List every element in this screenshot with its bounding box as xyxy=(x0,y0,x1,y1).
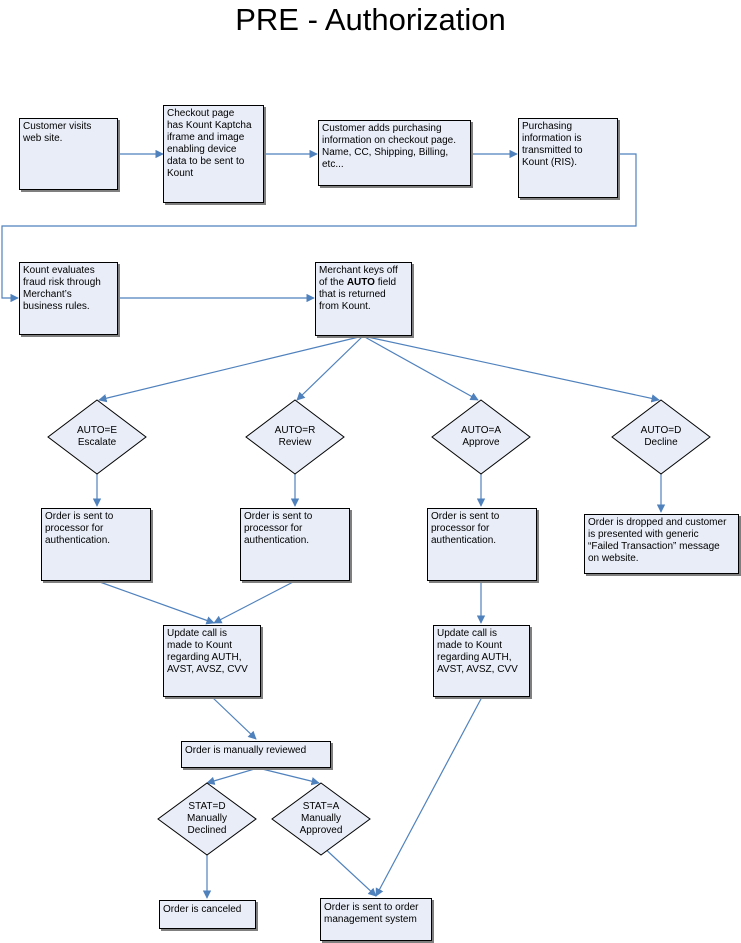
merchant-keys-box: Merchant keys off of the AUTO field that… xyxy=(315,262,412,336)
decision-stat-d-diamond xyxy=(157,782,257,856)
update-call-right-box: Update call is made to Kount regarding A… xyxy=(433,625,530,697)
connector xyxy=(362,335,660,403)
decision-escalate-label: AUTO=E Escalate xyxy=(76,425,118,448)
manually-reviewed-box: Order is manually reviewed xyxy=(181,741,331,768)
connector xyxy=(206,767,259,785)
merchant-keys-text-post: field that is returned from Kount. xyxy=(319,277,397,312)
connector xyxy=(1,153,637,303)
customer-visits-box: Customer visits web site. xyxy=(19,118,118,190)
kount-evaluates-box: Kount evaluates fraud risk through Merch… xyxy=(19,262,118,335)
decision-decline-diamond xyxy=(611,399,711,475)
connector xyxy=(320,844,377,897)
connector xyxy=(375,696,483,897)
connector xyxy=(98,335,364,403)
connector xyxy=(211,696,257,740)
decision-approve-label: AUTO=A Approve xyxy=(460,425,502,448)
connector xyxy=(213,580,296,624)
order-management-box: Order is sent to order management system xyxy=(320,898,432,941)
connector xyxy=(296,335,364,401)
decision-escalate-diamond xyxy=(47,399,147,475)
decision-decline-label: AUTO=D Decline xyxy=(640,425,682,448)
connector xyxy=(96,580,215,625)
decision-review-diamond xyxy=(245,399,345,475)
order-sent-processor-review-box: Order is sent to processor for authentic… xyxy=(240,508,350,581)
decision-review-label: AUTO=R Review xyxy=(274,425,316,448)
update-call-left-box: Update call is made to Kount regarding A… xyxy=(163,625,261,697)
order-sent-processor-approve-box: Order is sent to processor for authentic… xyxy=(427,508,537,581)
connector xyxy=(362,335,479,401)
order-dropped-box: Order is dropped and customer is present… xyxy=(584,514,739,574)
connector xyxy=(257,767,320,786)
auto-field-label: AUTO xyxy=(346,277,375,288)
decision-approve-diamond xyxy=(431,399,531,475)
page-title: PRE - Authorization xyxy=(235,2,506,37)
order-sent-processor-escalate-box: Order is sent to processor for authentic… xyxy=(41,508,151,581)
merchant-keys-text-pre: Merchant keys off of the xyxy=(319,265,398,288)
order-canceled-box: Order is canceled xyxy=(159,900,256,929)
purchasing-info-box: Purchasing information is transmitted to… xyxy=(518,118,618,198)
decision-stat-a-label: STAT=A Manually Approved xyxy=(299,801,343,836)
decision-stat-a-diamond xyxy=(271,782,371,856)
decision-stat-d-label: STAT=D Manually Declined xyxy=(186,801,228,836)
checkout-page-box: Checkout page has Kount Kaptcha iframe a… xyxy=(163,105,264,203)
customer-adds-info-box: Customer adds purchasing information on … xyxy=(318,120,471,186)
